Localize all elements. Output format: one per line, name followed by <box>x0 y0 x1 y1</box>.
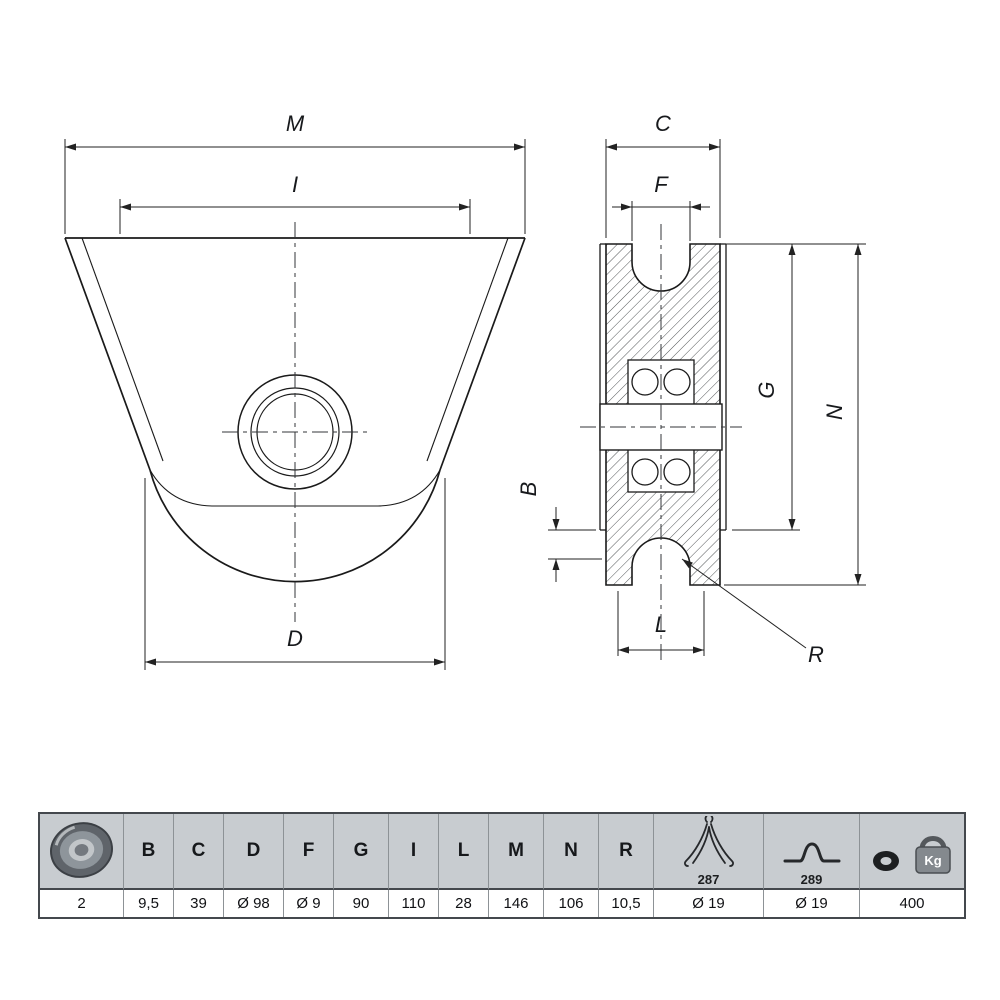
value-i: 110 <box>389 890 439 917</box>
technical-drawing: M I D <box>64 111 866 670</box>
saddle-clip-cell: 289 <box>764 814 860 890</box>
dim-label-g: G <box>754 381 779 398</box>
weight-capacity-cell: Kg <box>860 814 964 890</box>
value-saddle: Ø 19 <box>764 890 860 917</box>
value-b: 9,5 <box>124 890 174 917</box>
dim-label-n: N <box>822 404 847 420</box>
saddle-clip-number: 289 <box>800 872 823 887</box>
value-d: Ø 98 <box>224 890 284 917</box>
col-header-c: C <box>174 814 224 890</box>
side-view <box>580 224 742 664</box>
saddle-clip-icon <box>783 842 840 863</box>
dim-label-b: B <box>516 482 541 497</box>
value-l: 28 <box>439 890 489 917</box>
value-model: 2 <box>40 890 124 917</box>
clevis-bracket-cell: 287 <box>654 814 764 890</box>
dim-label-f: F <box>654 172 669 197</box>
col-header-m: M <box>489 814 544 890</box>
col-header-n: N <box>544 814 599 890</box>
col-header-r: R <box>599 814 654 890</box>
value-weight: 400 <box>860 890 964 917</box>
dim-label-i: I <box>292 172 298 197</box>
col-header-d: D <box>224 814 284 890</box>
weight-kg-icon: Kg <box>873 836 951 874</box>
product-photo-cell <box>40 814 124 890</box>
front-view <box>64 222 526 622</box>
pulley-wheel-arc <box>149 469 441 583</box>
side-dimensions <box>548 139 866 656</box>
col-header-g: G <box>334 814 389 890</box>
dim-label-c: C <box>655 111 671 136</box>
side-dimension-arrows <box>552 143 862 654</box>
dim-label-m: M <box>286 111 305 136</box>
clevis-bracket-number: 287 <box>697 872 720 887</box>
col-header-i: I <box>389 814 439 890</box>
clevis-bracket-icon <box>683 816 734 867</box>
value-c: 39 <box>174 890 224 917</box>
value-clevis: Ø 19 <box>654 890 764 917</box>
front-dimension-arrows <box>65 143 525 666</box>
dim-label-r: R <box>808 642 824 667</box>
value-m: 146 <box>489 890 544 917</box>
front-centerlines <box>222 222 368 622</box>
dim-label-d: D <box>287 626 303 651</box>
spec-table: B C D F G I L M N R 287 289 Kg 2 9,5 <box>38 812 966 919</box>
value-n: 106 <box>544 890 599 917</box>
value-f: Ø 9 <box>284 890 334 917</box>
front-dimensions <box>64 139 526 670</box>
col-header-f: F <box>284 814 334 890</box>
bearing-photo <box>50 822 113 878</box>
col-header-l: L <box>439 814 489 890</box>
value-g: 90 <box>334 890 389 917</box>
side-centerlines <box>580 224 742 664</box>
value-r: 10,5 <box>599 890 654 917</box>
kg-label: Kg <box>924 853 941 868</box>
bracket-plate-edges <box>599 243 727 531</box>
dim-label-l: L <box>655 612 667 637</box>
col-header-b: B <box>124 814 174 890</box>
bearing-balls <box>631 368 691 486</box>
